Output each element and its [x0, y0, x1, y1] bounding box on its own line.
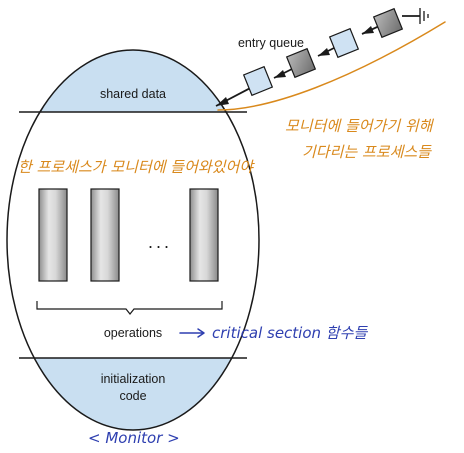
queue-arrowhead — [216, 97, 229, 106]
queue-underline-curve — [217, 21, 446, 111]
operations-note: critical section 함수들 — [212, 324, 368, 342]
entry-queue-label: entry queue — [238, 36, 304, 50]
initialization-label-line1: initialization — [101, 372, 166, 386]
waiting-processes-note-line2: 기다리는 프로세스들 — [302, 143, 432, 161]
operation-bar — [38, 188, 68, 282]
operations-brace — [36, 301, 223, 315]
operations-note-arrow — [179, 328, 205, 338]
queue-process — [242, 65, 274, 97]
operation-bar — [90, 188, 120, 282]
initialization-region — [7, 358, 259, 430]
waiting-processes-note-line1: 모니터에 들어가기 위해 — [285, 117, 435, 135]
initialization-label-line2: code — [119, 389, 146, 403]
queue-process — [372, 7, 404, 39]
inside-process-note: 한 프로세스가 모니터에 들어와있어야 — [18, 158, 255, 176]
operations-ellipsis: ... — [148, 232, 172, 252]
operations-label: operations — [104, 326, 162, 340]
operations-group: ... — [38, 188, 219, 282]
queue-process — [328, 27, 360, 59]
operation-bar — [189, 188, 219, 282]
entry-queue — [215, 7, 429, 107]
monitor-caption: < Monitor > — [88, 429, 180, 447]
shared-data-label: shared data — [100, 87, 166, 101]
queue-arrowhead — [362, 26, 374, 34]
monitor-boundary — [6, 49, 260, 431]
queue-arrowhead — [274, 70, 286, 78]
queue-end-symbol — [419, 8, 429, 24]
queue-process — [285, 47, 317, 79]
queue-arrowhead — [318, 48, 330, 56]
